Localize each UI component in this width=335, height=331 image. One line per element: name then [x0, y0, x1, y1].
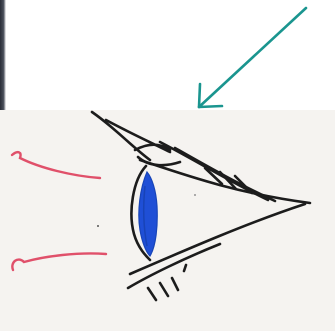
stray-mark — [97, 225, 99, 227]
motion-lines — [12, 152, 106, 270]
iris-shape — [139, 172, 157, 256]
arrow-icon — [199, 8, 306, 107]
stray-mark — [194, 194, 196, 196]
upper-eyelid — [92, 112, 310, 203]
